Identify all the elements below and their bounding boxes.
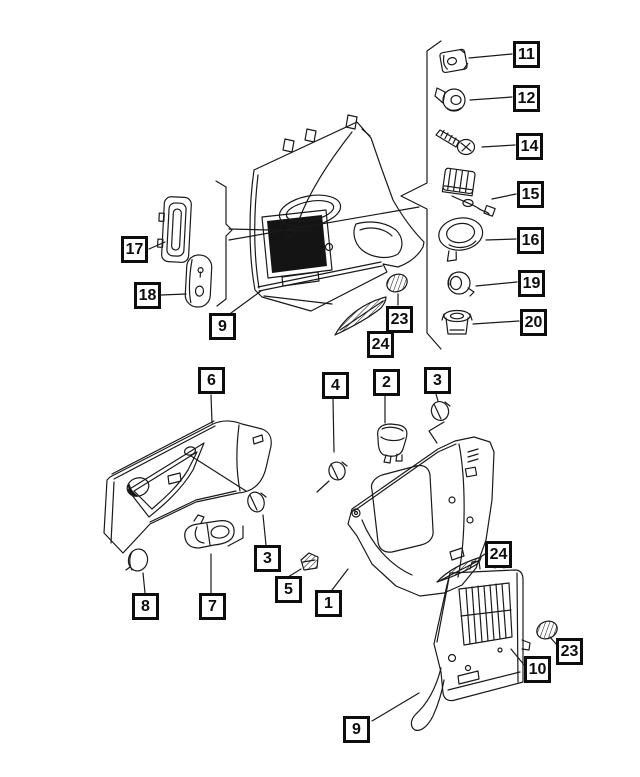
- part-5-clip: [300, 552, 319, 571]
- leader-lines-middle: [142, 393, 445, 594]
- callout-6[interactable]: 6: [198, 367, 225, 394]
- callout-9-top[interactable]: 9: [209, 313, 236, 340]
- callout-12[interactable]: 12: [513, 85, 540, 112]
- callout-20[interactable]: 20: [520, 309, 547, 336]
- callout-9-bottom[interactable]: 9: [343, 716, 370, 743]
- callout-3-right[interactable]: 3: [424, 367, 451, 394]
- callout-7[interactable]: 7: [199, 593, 226, 620]
- callout-23-bottom[interactable]: 23: [556, 638, 583, 665]
- part-6-upper-trim: [103, 420, 272, 554]
- callout-17[interactable]: 17: [121, 236, 148, 263]
- part-3-clip-right: [430, 400, 451, 422]
- callout-5[interactable]: 5: [275, 576, 302, 603]
- part-8-cap: [125, 548, 149, 572]
- callout-2[interactable]: 2: [373, 369, 400, 396]
- part-16-bezel-cup: [438, 217, 484, 262]
- part-15-latch: [441, 167, 496, 217]
- callout-11[interactable]: 11: [513, 41, 540, 68]
- part-17-bezel: [156, 196, 192, 263]
- part-7-handle: [184, 514, 235, 549]
- quarter-trim-panel-upper: [249, 114, 425, 312]
- part-3-clip-left: [247, 491, 267, 513]
- leader-lines-top: [148, 241, 399, 314]
- part-14-screw: [435, 129, 476, 156]
- callout-15[interactable]: 15: [517, 181, 544, 208]
- callout-19[interactable]: 19: [518, 270, 545, 297]
- part-10-panel: [410, 560, 531, 731]
- part-20-retainer: [441, 309, 473, 335]
- part-18-cover: [184, 254, 213, 308]
- callout-16[interactable]: 16: [517, 227, 544, 254]
- callout-24-bottom[interactable]: 24: [485, 541, 512, 568]
- part-19-grommet: [447, 271, 475, 297]
- fastener-group-bracket: [400, 40, 520, 350]
- leader-lines-bottom: [371, 553, 557, 722]
- part-2-cup: [377, 423, 408, 464]
- part-11-clip: [439, 48, 469, 74]
- callout-4[interactable]: 4: [322, 372, 349, 399]
- part-12-push-pin: [434, 87, 466, 112]
- part-23-patch-top: [386, 273, 408, 293]
- part-24-pad-top: [334, 296, 387, 336]
- callout-1[interactable]: 1: [315, 590, 342, 617]
- part-1-lower-trim: [347, 436, 495, 597]
- callout-8[interactable]: 8: [132, 593, 159, 620]
- callout-3-left[interactable]: 3: [254, 545, 281, 572]
- callout-18[interactable]: 18: [134, 282, 161, 309]
- callout-24-top[interactable]: 24: [367, 331, 394, 358]
- part-4-clip: [328, 461, 348, 481]
- callout-10[interactable]: 10: [524, 656, 551, 683]
- callout-14[interactable]: 14: [516, 133, 543, 160]
- panel-group-bracket: [215, 180, 420, 307]
- callout-23-top[interactable]: 23: [386, 306, 413, 333]
